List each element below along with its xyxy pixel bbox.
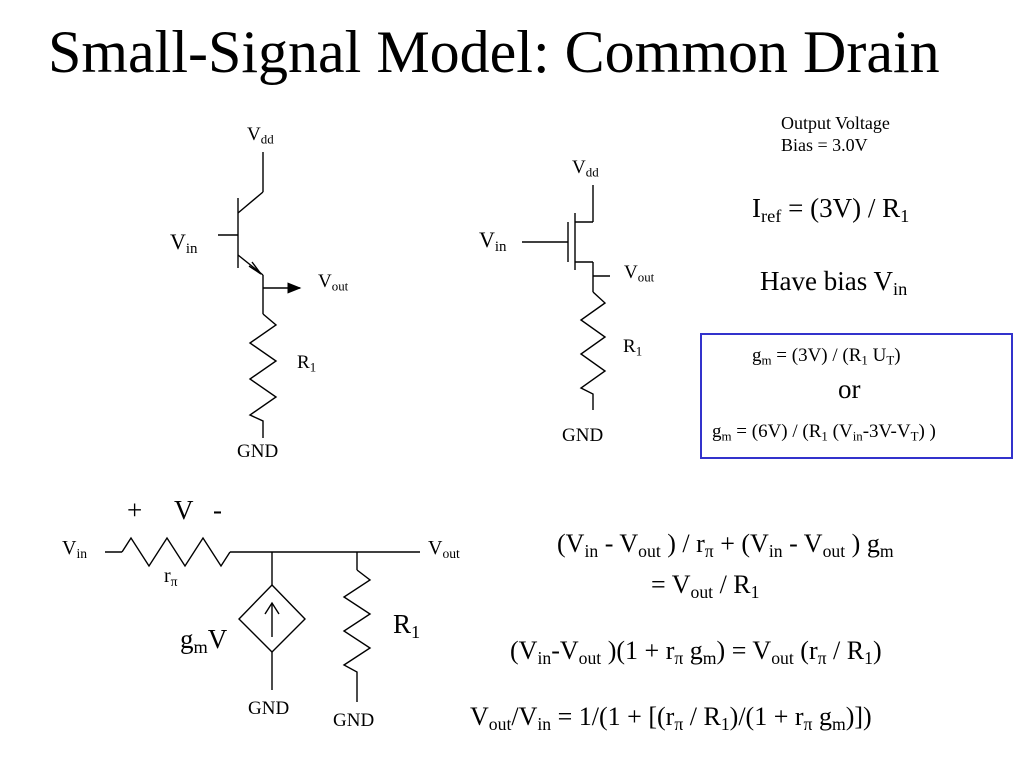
r1-resistor <box>579 291 607 410</box>
mos-vin-label: Vin <box>479 227 507 256</box>
ss-vout-label: Vout <box>428 537 460 561</box>
current-arrow-head <box>264 601 280 615</box>
plus-sign: + <box>127 495 143 525</box>
r-pi-resistor <box>121 536 231 568</box>
rearranged-equation: (Vin-Vout )(1 + rπ gm) = Vout (rπ / R1) <box>510 636 882 668</box>
ss-gnd-label-1: GND <box>248 698 290 719</box>
bjt-vin-label: Vin <box>170 229 198 258</box>
bjt-vdd-label: Vdd <box>247 124 274 147</box>
r1-resistor <box>342 569 372 702</box>
have-bias-note: Have bias Vin <box>760 266 908 300</box>
r-pi-label: rπ <box>164 565 178 589</box>
gm-equation-2: gm = (6V) / (R1 (Vin-3V-VT) ) <box>712 421 936 444</box>
small-signal-circuit <box>105 536 420 702</box>
bjt-circuit <box>218 152 302 438</box>
mos-vdd-label: Vdd <box>572 157 599 180</box>
kcl-equation-line-2: = Vout / R1 <box>651 570 760 602</box>
gm-equation-1: gm = (3V) / (R1 UT) <box>752 345 901 368</box>
gain-equation: Vout/Vin = 1/(1 + [(rπ / R1)/(1 + rπ gm)… <box>470 702 872 734</box>
mos-circuit <box>522 185 610 410</box>
ss-vin-label: Vin <box>62 537 88 561</box>
mos-vout-label: Vout <box>624 262 655 285</box>
iref-equation: Iref = (3V) / R1 <box>752 193 910 227</box>
kcl-equation-line-1: (Vin - Vout ) / rπ + (Vin - Vout ) gm <box>557 529 894 561</box>
v-label: V <box>174 495 194 525</box>
emitter-arrow <box>248 261 262 275</box>
mos-gnd-label: GND <box>562 425 604 446</box>
gm-bias-box <box>700 333 1013 459</box>
slide-title: Small-Signal Model: Common Drain <box>48 19 940 85</box>
gmv-label: gmV <box>180 624 228 658</box>
collector-lead <box>237 191 264 214</box>
bjt-gnd-label: GND <box>237 441 279 462</box>
bias-note: Bias = 3.0V <box>781 135 868 155</box>
bjt-vout-label: Vout <box>318 271 349 294</box>
ss-r1-label: R1 <box>393 609 421 643</box>
r1-resistor <box>248 313 278 438</box>
output-voltage-note: Output Voltage <box>781 113 890 133</box>
bjt-r1-label: R1 <box>297 352 317 375</box>
mos-r1-label: R1 <box>623 336 643 359</box>
or-label: or <box>838 374 861 404</box>
ss-gnd-label-2: GND <box>333 710 375 731</box>
minus-sign: - <box>213 495 222 525</box>
